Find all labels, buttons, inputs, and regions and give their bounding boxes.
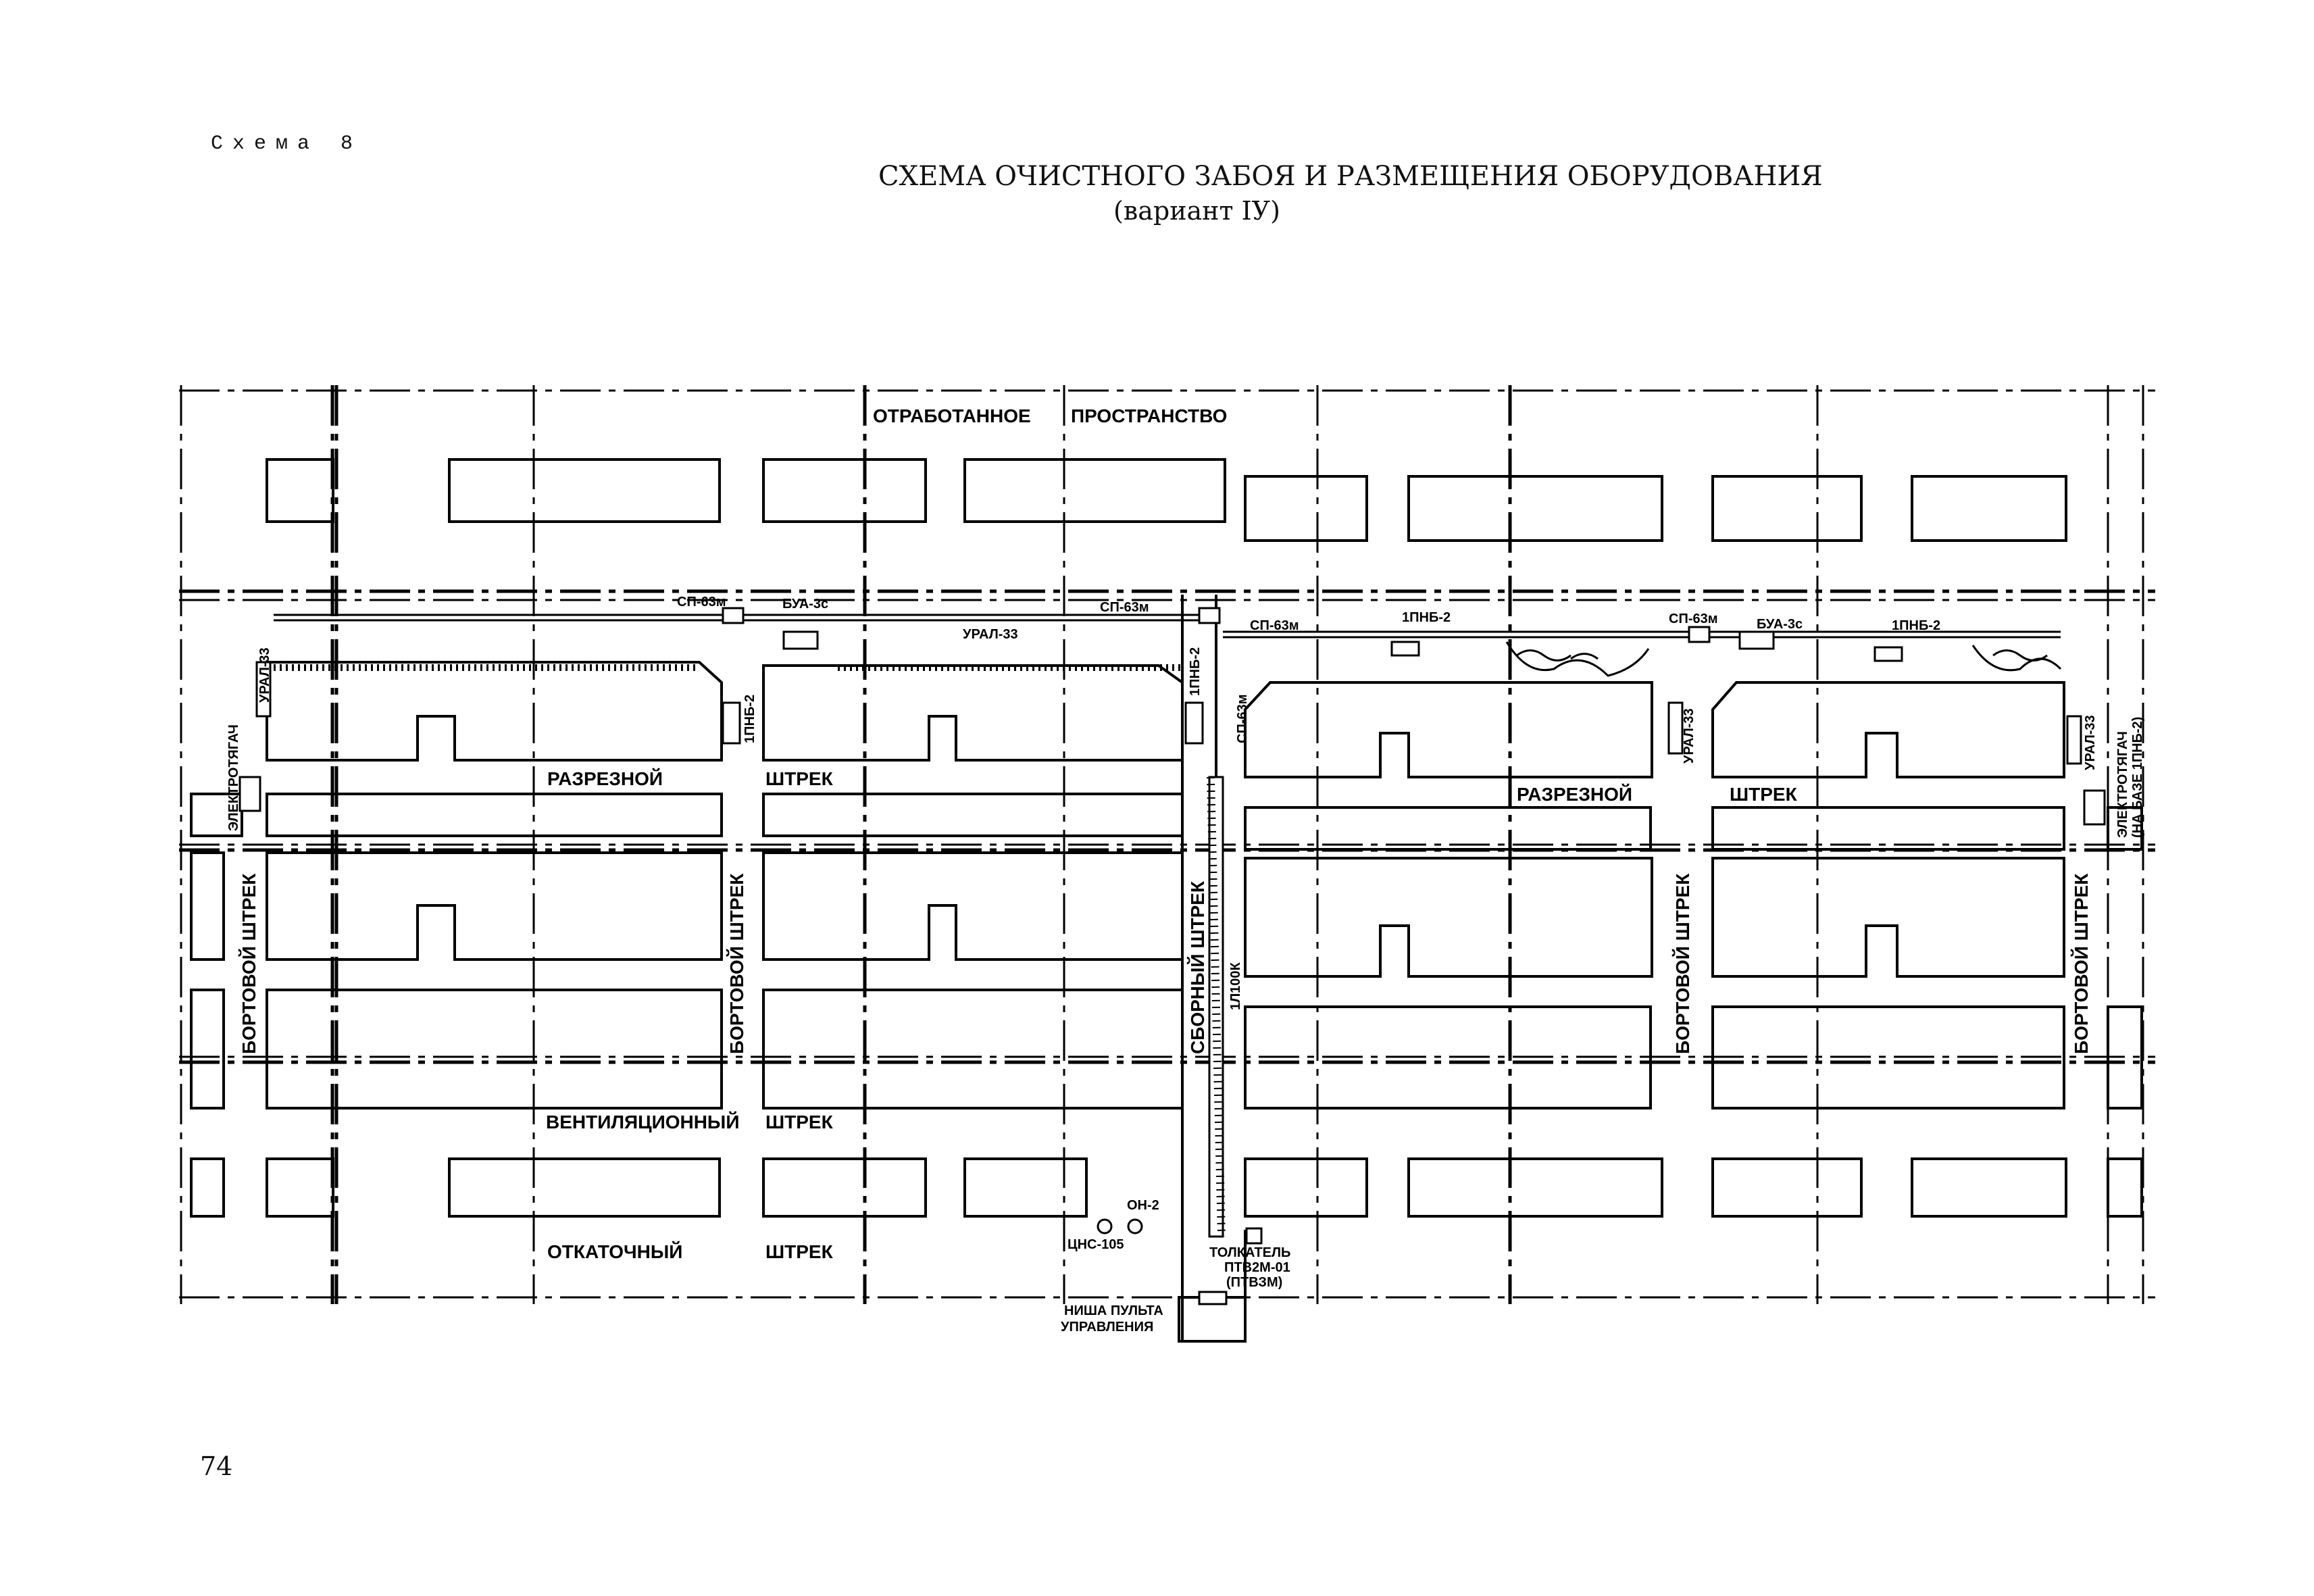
label-ural33-far-right: УРАЛ-33 [2083,715,2098,770]
label-pusher-3: (ПТВЗМ) [1226,1275,1282,1290]
label-pnb2-mid: 1ПНБ-2 [1188,647,1203,696]
pnb2-mid [1184,701,1204,745]
label-worked-out-2: ПРОСТРАНСТВО [1071,405,1227,426]
label-electro-left: ЭЛЕКТРОТЯГАЧ [226,724,241,831]
label-pnb2-left: 1ПНБ-2 [743,695,757,743]
label-cut-drift-left-2: ШТРЕК [765,768,834,789]
pillars-row-2 [190,793,2143,851]
label-niche-2: УПРАВЛЕНИЯ [1061,1320,1153,1335]
bua-drill-left [782,630,819,650]
label-pusher-2: ПТВ2М-01 [1224,1260,1290,1275]
label-side-drift-4: БОРТОВОЙ ШТРЕК [2070,873,2092,1054]
label-cns105: ЦНС-105 [1067,1237,1124,1252]
diagram-title: СХЕМА ОЧИСТНОГО ЗАБОЯ И РАЗМЕЩЕНИЯ ОБОРУ… [878,161,1823,192]
ural33-far-right [2066,715,2082,765]
label-sp63m-vertical: СП-63м [1235,694,1250,743]
pnb2-face-2 [1873,646,1903,662]
pusher-unit [1245,1227,1263,1245]
label-sp63m-1: СП-63м [677,595,726,609]
diagram-subtitle: (вариант IУ) [1113,196,1280,226]
label-side-drift-3: БОРТОВОЙ ШТРЕК [1671,873,1693,1054]
label-side-drift-2: БОРТОВОЙ ШТРЕК [726,873,747,1054]
label-ural33-left: УРАЛ-33 [257,647,272,703]
label-electro-right: ЭЛЕКТРОТЯГАЧ [2115,731,2130,838]
label-haul-drift-1: ОТКАТОЧНЫЙ [547,1241,682,1262]
label-sp63m-2: СП-63м [1100,600,1149,615]
label-pusher-1: ТОЛКАТЕЛЬ [1209,1245,1290,1260]
pnb2-face-1 [1390,641,1420,657]
ural33-right [1667,701,1684,755]
label-pnb2-face-1: 1ПНБ-2 [1402,610,1451,625]
pillars-row-4 [190,989,2143,1109]
bua-drill-right [1738,630,1775,650]
scheme-label: Схема 8 [211,132,363,155]
label-cut-drift-left-1: РАЗРЕЗНОЙ [547,768,663,789]
label-pnb2-face-2: 1ПНБ-2 [1892,618,1940,633]
on2-pump [1127,1218,1143,1235]
collector-drift [1178,595,1247,1343]
electro-tractor-left [238,776,261,812]
equipment [238,607,2106,1245]
sp63m-drive-mid [1198,607,1221,624]
label-worked-out-1: ОТРАБОТАННОЕ [873,405,1031,426]
label-bua3s-1: БУА-3с [782,597,828,612]
label-on2: ОН-2 [1127,1198,1159,1213]
label-ural33-top: УРАЛ-33 [963,627,1018,642]
pillars-row-5 [190,1157,2143,1218]
label-haul-drift-2: ШТРЕК [765,1241,834,1262]
pillars-top [266,458,2067,542]
label-conveyor-1l100k: 1Л100К [1228,962,1243,1010]
pillars-row-3 [190,851,2065,978]
pillars-face-row [266,661,2065,778]
label-vent-drift-2: ШТРЕК [765,1112,834,1132]
label-bua3s-2: БУА-3с [1757,617,1803,632]
sp63m-drive-left [722,607,745,624]
grid-lines [179,385,2155,1304]
electro-tractor-right [2083,789,2106,826]
label-electro-right-sub: (НА БАЗЕ 1ПНБ-2) [2130,717,2145,838]
page-number: 74 [200,1451,233,1481]
label-cut-drift-right-2: ШТРЕК [1730,784,1798,805]
sp63m-drive-right [1688,626,1711,643]
pnb2-left [722,701,741,745]
label-sp63m-3: СП-63м [1250,618,1299,633]
label-niche-1: НИША ПУЛЬТА [1064,1303,1163,1318]
label-ural33-right: УРАЛ-33 [1682,708,1696,764]
ural33-left [255,661,272,718]
label-sp63m-4: СП-63м [1669,612,1718,626]
cns105-pump [1097,1218,1113,1235]
label-vent-drift-1: ВЕНТИЛЯЦИОННЫЙ [546,1111,739,1132]
label-collector-drift: СБОРНЫЙ ШТРЕК [1186,880,1208,1054]
label-side-drift-1: БОРТОВОЙ ШТРЕК [238,873,259,1054]
label-cut-drift-right-1: РАЗРЕЗНОЙ [1517,783,1632,805]
